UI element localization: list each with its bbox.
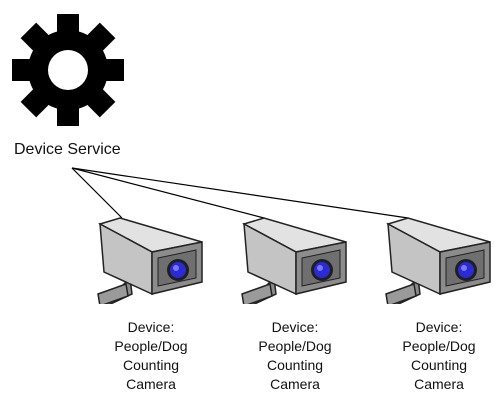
camera-label: Device: People/Dog Counting Camera: [258, 319, 332, 392]
camera-icon: [241, 217, 347, 304]
camera-label: Device: People/Dog Counting Camera: [402, 319, 476, 392]
device-service-label: Device Service: [14, 141, 121, 158]
camera-label: Device: People/Dog Counting Camera: [114, 319, 188, 392]
camera-icon: [385, 217, 491, 304]
link-camera-1: [71, 167, 123, 219]
link-camera-2: [71, 167, 265, 219]
camera-icon: [97, 217, 203, 304]
gear-icon: [12, 14, 124, 126]
link-camera-3: [71, 167, 409, 219]
